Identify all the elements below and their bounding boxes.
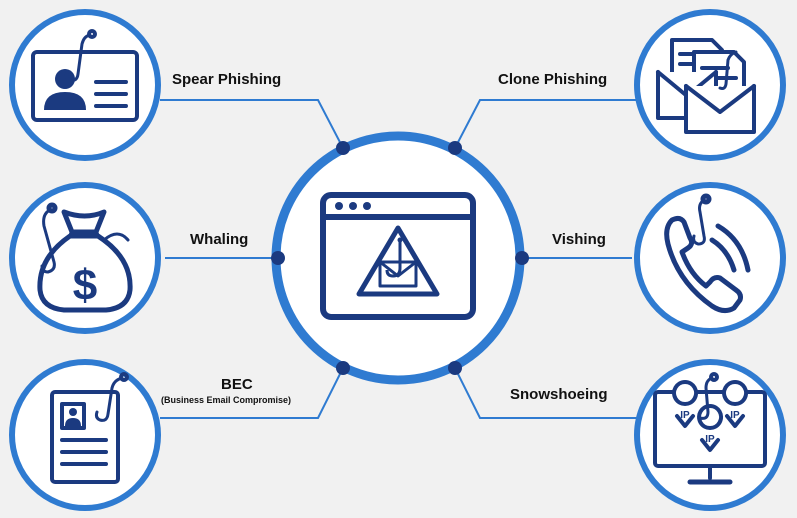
document-profile-hook-icon bbox=[50, 372, 129, 484]
connectors bbox=[160, 99, 637, 419]
connector-bec bbox=[160, 367, 344, 419]
phone-hook-icon bbox=[664, 193, 751, 314]
label-bec-subtitle: (Business Email Compromise) bbox=[161, 395, 292, 405]
dot-vishing bbox=[515, 251, 529, 265]
svg-text:IP: IP bbox=[730, 410, 740, 421]
id-card-hook-icon bbox=[31, 29, 139, 122]
circle-vishing bbox=[634, 182, 786, 334]
svg-text:$: $ bbox=[73, 261, 97, 310]
connector-spear-phishing bbox=[160, 99, 344, 149]
svg-text:IP: IP bbox=[680, 410, 690, 421]
label-bec: BEC bbox=[221, 376, 253, 393]
dot-clone-phishing bbox=[448, 141, 462, 155]
svg-text:IP: IP bbox=[705, 434, 715, 445]
monitor-ip-hook-icon: IP IP IP bbox=[653, 372, 767, 485]
center-hub bbox=[271, 131, 525, 385]
connector-snowshoeing bbox=[454, 367, 637, 419]
dot-whaling bbox=[271, 251, 285, 265]
connector-clone-phishing bbox=[454, 99, 637, 149]
label-vishing: Vishing bbox=[552, 231, 606, 248]
envelope-document-hook-icon bbox=[656, 38, 756, 134]
dot-snowshoeing bbox=[448, 361, 462, 375]
dot-bec bbox=[336, 361, 350, 375]
label-clone-phishing: Clone Phishing bbox=[498, 71, 608, 88]
label-whaling: Whaling bbox=[190, 231, 249, 248]
browser-window-warning-hook-icon bbox=[320, 192, 476, 320]
hub-dots bbox=[271, 141, 529, 375]
label-spear-phishing: Spear Phishing bbox=[172, 71, 282, 88]
money-bag-hook-icon: $ bbox=[37, 202, 133, 313]
label-snowshoeing: Snowshoeing bbox=[510, 386, 608, 403]
dot-spear-phishing bbox=[336, 141, 350, 155]
